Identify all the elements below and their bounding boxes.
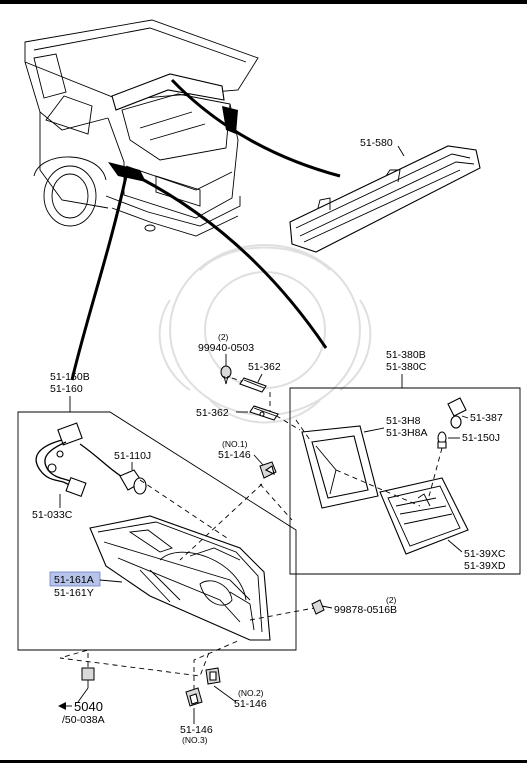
- inner-leader-lines: [295, 419, 443, 507]
- label-99940-qty: (2): [218, 332, 229, 342]
- label-51-160: 51-160: [50, 383, 83, 395]
- clip-no2: [205, 667, 221, 685]
- label-51-033c: 51-033C: [32, 509, 73, 521]
- label-5040: 5040: [74, 699, 103, 714]
- inner-lens-39x: [379, 477, 469, 555]
- screw-99940: [220, 365, 232, 385]
- label-51-580: 51-580: [360, 137, 393, 149]
- label-99878-qty: (2): [386, 595, 397, 605]
- label-51-362-a: 51-362: [248, 361, 281, 373]
- arrow-icon: [58, 702, 72, 710]
- label-51-3h8a: 51-3H8A: [386, 427, 427, 439]
- rear-combination-lamp-box: [17, 411, 297, 651]
- label-51-3h8: 51-3H8: [386, 415, 421, 427]
- wiring-harness: [35, 422, 125, 498]
- gasket-3h8: [301, 425, 379, 509]
- label-51-380b: 51-380B: [386, 349, 426, 361]
- label-no2: (NO.2): [238, 688, 264, 698]
- label-51-150b: 51-150B: [50, 371, 90, 383]
- inner-lamp-box: [289, 387, 521, 575]
- bulb-150j: [437, 431, 447, 449]
- lens-highlight: [49, 571, 101, 587]
- label-no3: (NO.3): [182, 735, 208, 745]
- screw-99878: [311, 599, 333, 615]
- top-border: [0, 0, 527, 4]
- bulb-387: [447, 397, 467, 429]
- label-51-39xc: 51-39XC: [464, 548, 506, 560]
- high-mount-stop-lamp: [289, 145, 481, 253]
- fastener-5040: [81, 667, 95, 688]
- label-99940-0503: 99940-0503: [198, 342, 254, 354]
- label-50-038a: /50-038A: [62, 714, 105, 726]
- vehicle-tail-lamp: [108, 162, 146, 182]
- label-51-110j: 51-110J: [114, 450, 151, 462]
- label-99878-0516b: 99878-0516B: [334, 604, 397, 616]
- bracket-362-upper: [239, 377, 267, 393]
- label-51-146-a: 51-146: [218, 449, 251, 461]
- label-51-362-b: 51-362: [196, 407, 229, 419]
- bulb-socket: [119, 469, 147, 495]
- label-51-380c: 51-380C: [386, 361, 427, 373]
- vehicle-illustration: [24, 19, 259, 237]
- rear-combination-lamp: [89, 515, 271, 641]
- label-51-161a[interactable]: 51-161A: [54, 574, 94, 586]
- clip-no1: [259, 461, 277, 479]
- bracket-362-lower: [249, 405, 279, 421]
- label-51-39xd: 51-39XD: [464, 560, 506, 572]
- label-51-150j: 51-150J: [462, 432, 500, 444]
- label-no1: (NO.1): [222, 439, 248, 449]
- label-51-146-c: 51-146: [180, 724, 213, 736]
- label-51-387: 51-387: [470, 412, 503, 424]
- label-51-146-b: 51-146: [234, 698, 267, 710]
- callout-lines: [70, 78, 341, 381]
- label-51-161y: 51-161Y: [54, 587, 94, 599]
- clip-no3: [185, 687, 203, 707]
- bottom-border: [0, 760, 527, 763]
